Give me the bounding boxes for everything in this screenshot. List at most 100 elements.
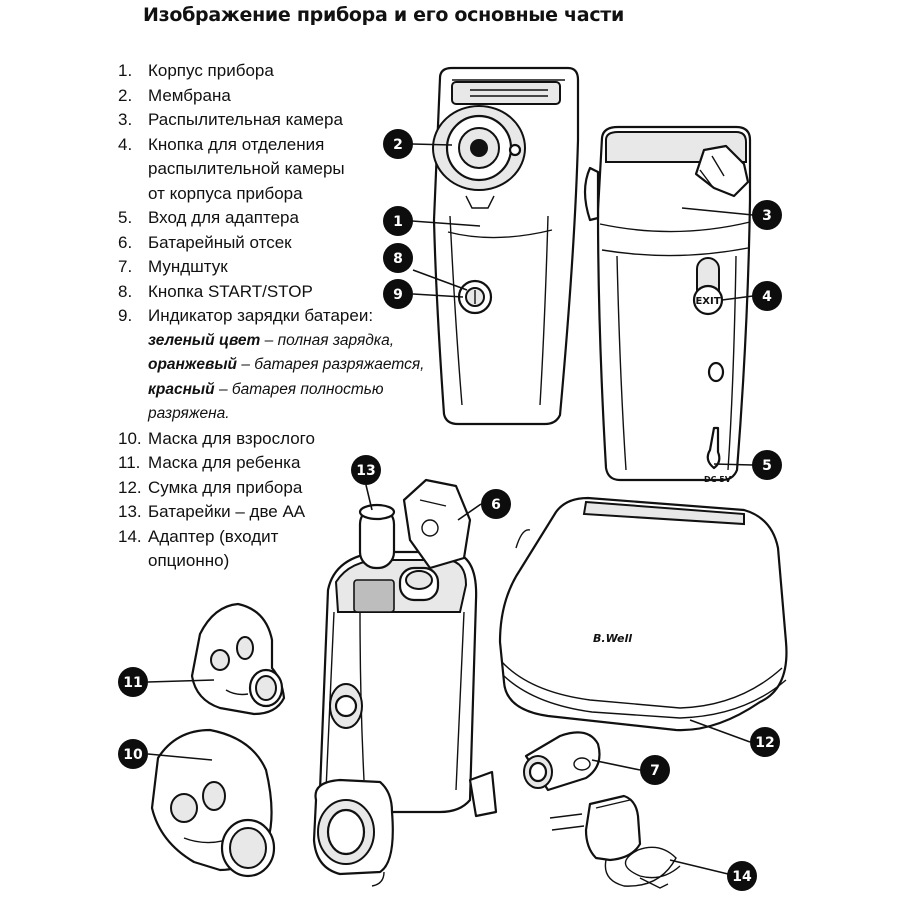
item-label: Маска для ребенка [148,453,301,472]
item-number: 10. [118,428,142,448]
svg-text:10: 10 [123,747,143,763]
page-title: Изображение прибора и его основные части [143,4,625,26]
item-label: Мембрана [148,85,231,105]
exit-button-label: EXIT [695,296,720,307]
svg-text:9: 9 [393,287,403,303]
indicator-text: – батарея полностью [214,380,384,398]
list-item: 10. Маска для взрослого [118,427,424,452]
svg-text:13: 13 [356,463,375,479]
item-label: Индикатор зарядки батареи: [148,306,374,325]
list-item: 7. Мундштук [118,255,424,280]
list-item: 3. Распылительная камера [118,108,424,133]
svg-text:8: 8 [393,251,403,267]
item-number: 8. [118,281,133,301]
item-label: Мундштук [148,257,228,276]
callout-8: 8 [383,243,413,273]
callout-9: 9 [383,279,413,309]
carry-case: B.Well [498,496,788,732]
callout-14: 14 [727,861,757,891]
item-number: 4. [118,134,133,154]
list-item: 1. Корпус прибора [118,59,424,84]
device-back-view: EXIT DC 5V [583,125,752,484]
mouthpiece [523,731,601,792]
list-item: 4. Кнопка для отделения [118,133,424,158]
list-item: 9. Индикатор зарядки батареи: [118,304,424,329]
item-label-cont: от корпуса прибора [148,183,303,203]
battery-indicator-line: разряжена. [118,402,424,427]
item-number: 6. [118,232,133,252]
svg-text:5: 5 [762,458,772,474]
callout-4: 4 [752,281,782,311]
svg-text:4: 4 [762,289,772,305]
dc-input-label: DC 5V [704,475,732,484]
svg-text:3: 3 [762,208,772,224]
list-item: 11. Маска для ребенка [118,451,424,476]
item-number: 11. [118,453,141,472]
list-item: 5. Вход для адаптера [118,206,424,231]
list-item-continuation: опционно) [118,549,424,574]
brand-label: B.Well [593,632,632,645]
list-item: 13. Батарейки – две АА [118,500,424,525]
indicator-color: оранжевый [148,356,238,373]
item-label: Адаптер (входит [148,526,279,546]
item-number: 13. [118,502,142,521]
child-mask [190,602,286,716]
svg-text:11: 11 [123,675,142,691]
item-label: Кнопка START/STOP [148,281,313,301]
list-item-continuation: распылительной камеры [118,157,424,182]
item-label: Распылительная камера [148,110,343,129]
item-label-cont: опционно) [148,551,230,570]
svg-text:12: 12 [755,735,774,751]
callout-7: 7 [640,755,670,785]
battery-indicator-line: оранжевый – батарея разряжается, [118,353,424,378]
svg-text:1: 1 [393,214,403,230]
item-label: Батарейный отсек [148,232,292,252]
item-number: 14. [118,526,142,546]
item-number: 1. [118,61,133,80]
svg-text:14: 14 [732,869,752,885]
callout-1: 1 [383,206,413,236]
item-label: Вход для адаптера [148,208,299,227]
item-number: 2. [118,85,133,105]
list-item: 12. Сумка для прибора [118,476,424,501]
callout-11: 11 [118,667,148,697]
item-number: 9. [118,306,133,325]
item-number: 3. [118,110,133,129]
item-number: 5. [118,208,133,227]
list-item: 8. Кнопка START/STOP [118,280,424,305]
callout-12: 12 [750,727,780,757]
indicator-color: красный [148,380,215,398]
svg-text:6: 6 [491,497,501,513]
callout-10: 10 [118,739,148,769]
device-open-compartment [312,478,498,887]
item-label: Сумка для прибора [148,477,303,497]
indicator-color: зеленый цвет [148,331,261,349]
callout-3: 3 [752,200,782,230]
adult-mask [150,728,276,878]
battery-indicator-line: зеленый цвет – полная зарядка, [118,329,424,354]
item-label: Корпус прибора [148,61,274,80]
callout-6: 6 [481,489,511,519]
item-label-cont: распылительной камеры [148,159,345,178]
indicator-text: – полная зарядка, [260,331,395,349]
list-item: 6. Батарейный отсек [118,231,424,256]
list-item: 2. Мембрана [118,84,424,109]
svg-text:2: 2 [393,137,403,153]
indicator-text: разряжена. [148,405,230,422]
power-adapter [549,794,681,889]
item-label: Батарейки – две АА [148,502,306,521]
device-front-view [432,66,580,426]
callout-13: 13 [351,455,381,485]
item-label: Маска для взрослого [148,428,315,448]
leader-lines [147,143,754,875]
list-item: 14. Адаптер (входит [118,525,424,550]
item-number: 7. [118,257,133,276]
indicator-text: – батарея разряжается, [237,356,425,373]
item-label: Кнопка для отделения [148,134,325,154]
item-number: 12. [118,477,142,497]
svg-text:7: 7 [650,763,660,779]
list-item-continuation: от корпуса прибора [118,182,424,207]
parts-list: 1. Корпус прибора 2. Мембрана 3. Распылител… [118,59,424,574]
callout-5: 5 [752,450,782,480]
